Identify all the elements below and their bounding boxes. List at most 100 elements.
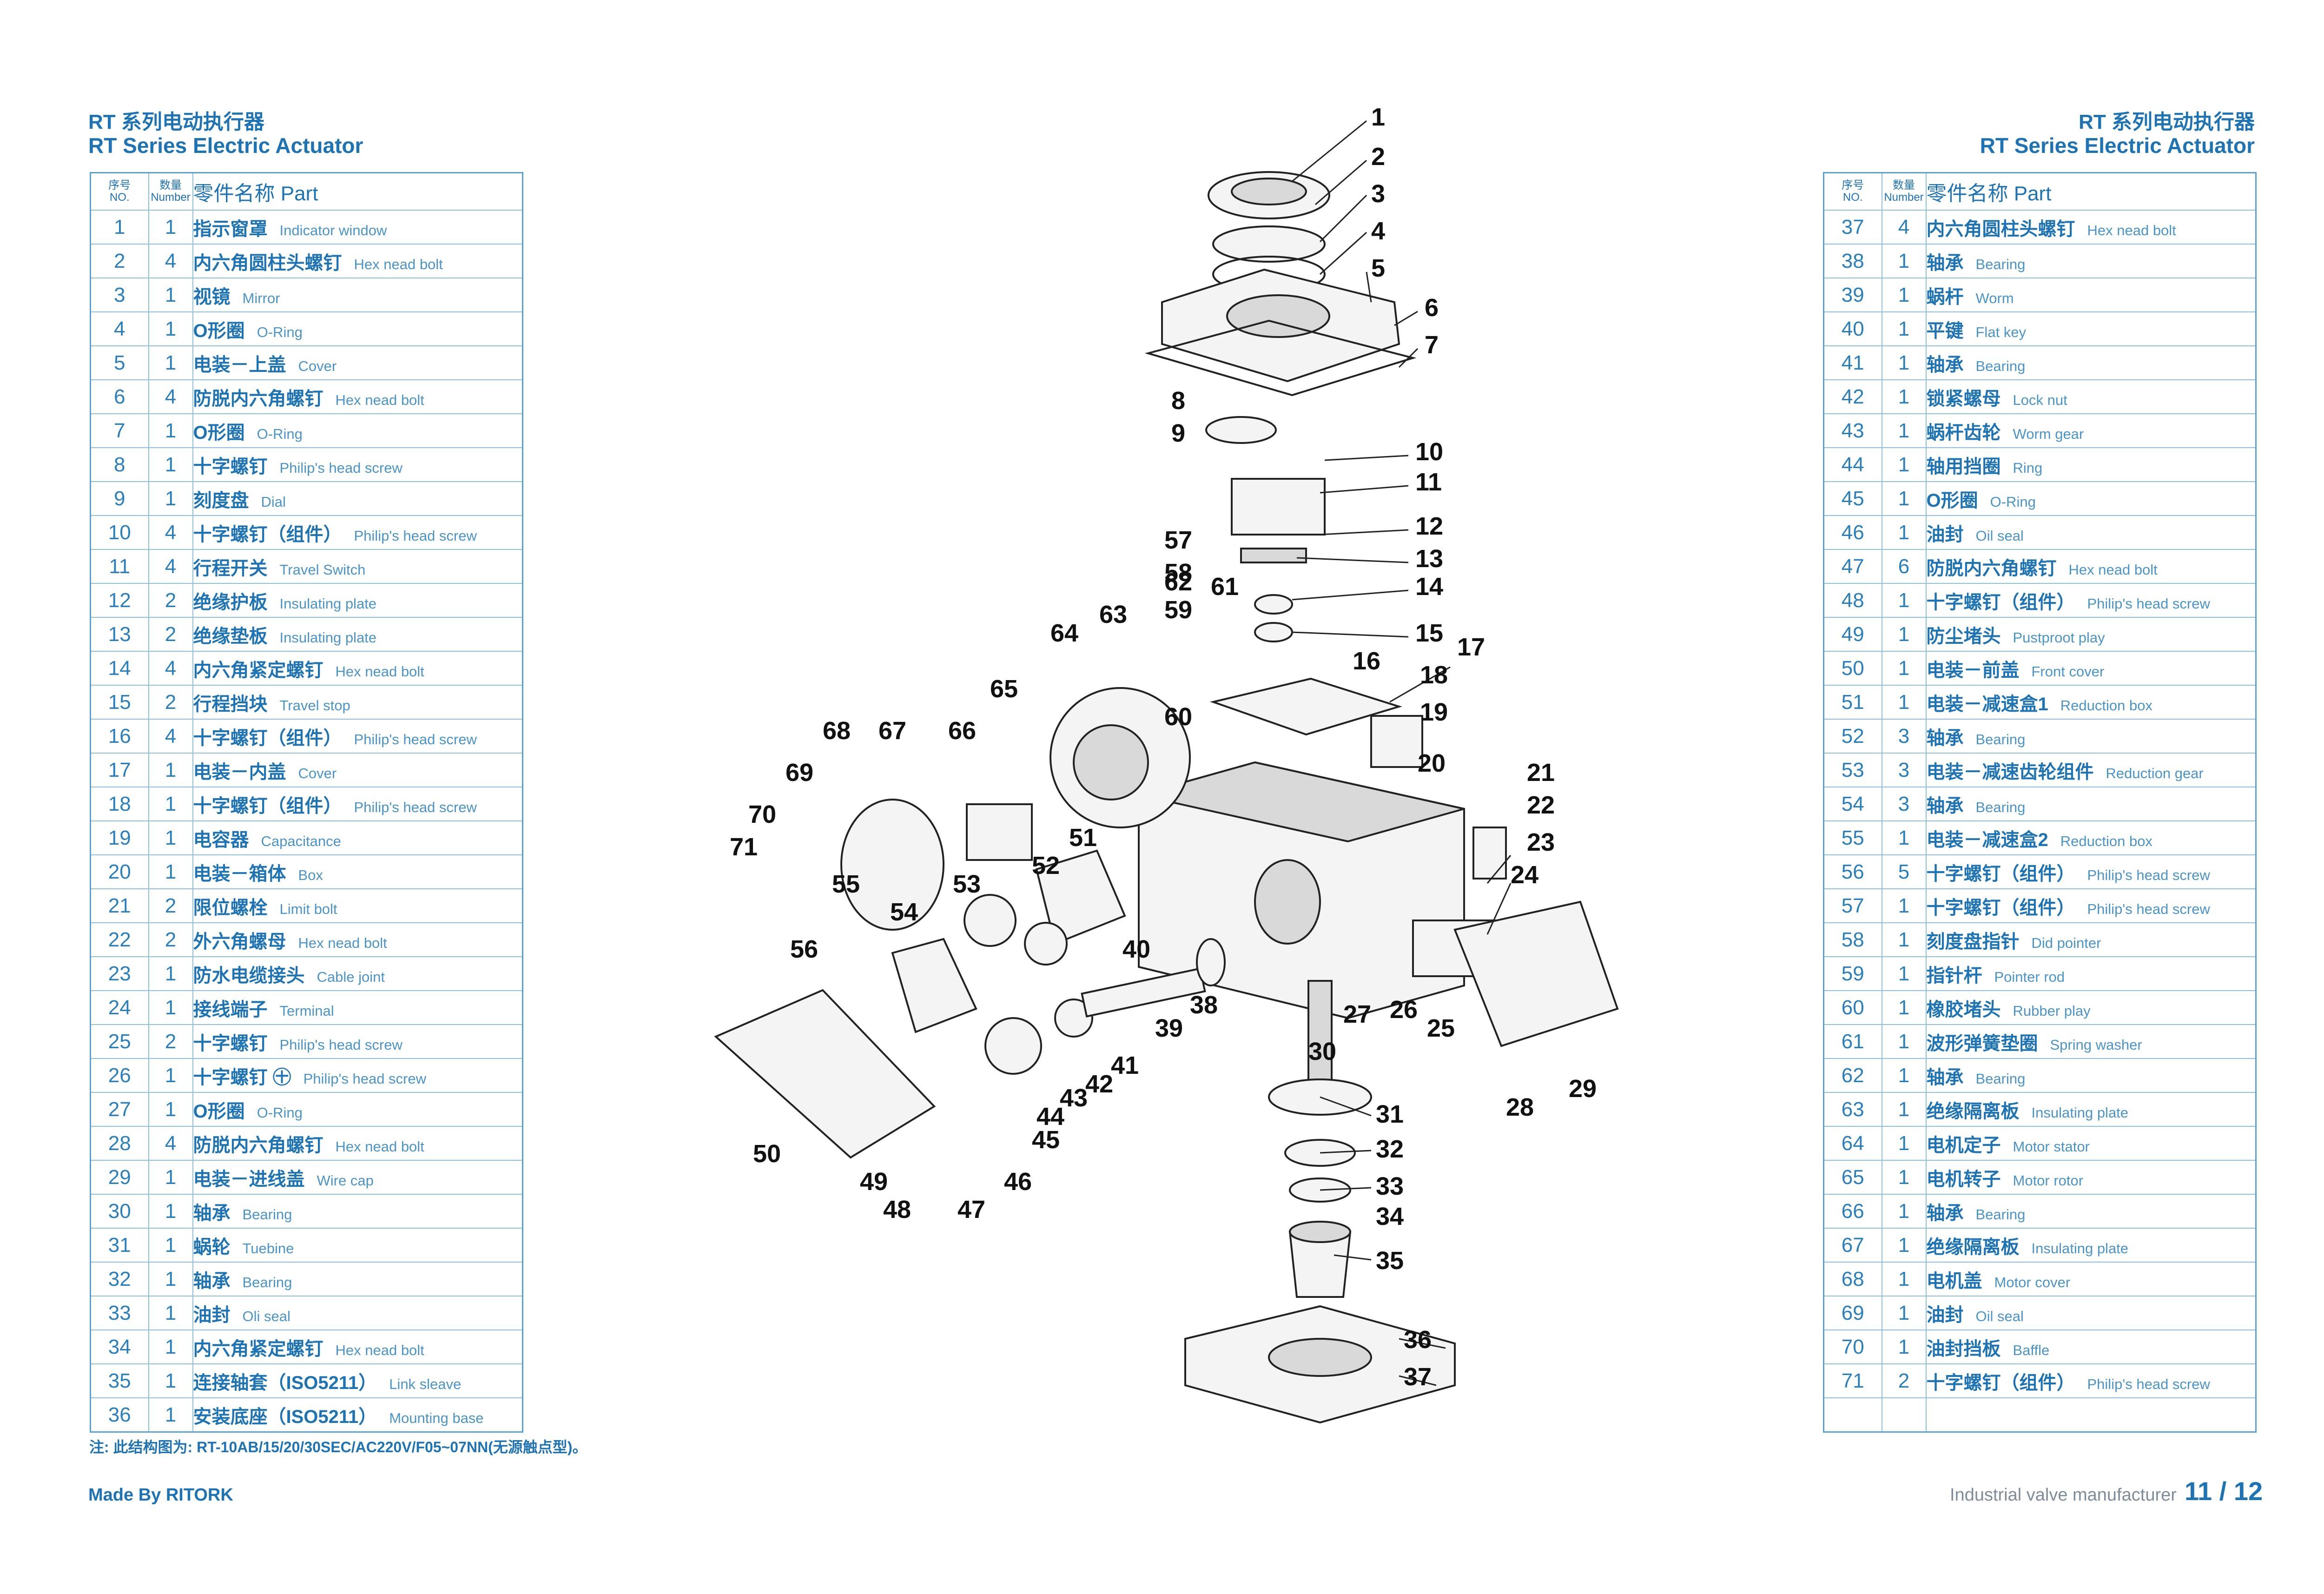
part-no: 19 — [90, 820, 149, 855]
part-no: 12 — [90, 583, 149, 618]
callout-52: 52 — [1032, 852, 1060, 880]
part-name-en: O-Ring — [257, 324, 303, 340]
part-name-en: Reduction gear — [2106, 765, 2204, 781]
part-name-en: Limit bolt — [279, 900, 337, 917]
part-quantity: 1 — [1881, 617, 1927, 652]
part-no: 8 — [90, 447, 149, 482]
callout-60: 60 — [1164, 703, 1192, 731]
callout-71: 71 — [730, 833, 758, 861]
part-no: 49 — [1823, 617, 1882, 652]
worm-part — [1081, 967, 1206, 1018]
part-quantity: 1 — [1881, 1194, 1927, 1229]
col-header-part: 零件名称 Part — [192, 172, 523, 211]
part-quantity: 2 — [148, 583, 193, 618]
part-quantity: 1 — [1881, 1160, 1927, 1195]
part-quantity: 1 — [148, 1228, 193, 1263]
part-name-cn: 橡胶堵头 — [1926, 999, 2001, 1020]
part-name-en: Reduction box — [2060, 697, 2152, 714]
callout-62: 62 — [1164, 568, 1192, 596]
callout-10: 10 — [1415, 438, 1443, 466]
table-row — [1823, 1397, 2257, 1433]
part-name-cn: 十字螺钉（组件） — [1926, 863, 2075, 884]
part-no: 26 — [90, 1058, 149, 1093]
part-name-en: Cover — [298, 765, 337, 781]
part-name-cn: O形圈 — [193, 1101, 245, 1122]
part-no: 61 — [1823, 1024, 1882, 1059]
part-name-en: Insulating plate — [279, 629, 377, 646]
part-no: 18 — [90, 787, 149, 821]
part-name-en: Hex nead bolt — [335, 663, 424, 680]
part-name-cn: 防脱内六角螺钉 — [193, 388, 324, 409]
part-name-cn: 刻度盘 — [193, 490, 249, 511]
part-name-cn: 十字螺钉（组件） — [1926, 1372, 2075, 1393]
part-no: 7 — [90, 413, 149, 448]
part-name-cn: 轴用挡圈 — [1926, 456, 2001, 477]
callout-26: 26 — [1390, 996, 1418, 1024]
part-no: 47 — [1823, 549, 1882, 584]
part-quantity: 4 — [148, 244, 193, 278]
part-quantity: 1 — [148, 1296, 193, 1330]
part-quantity: 1 — [148, 481, 193, 516]
part-name-en: Pustproot play — [2013, 629, 2105, 646]
callout-37: 37 — [1404, 1363, 1432, 1391]
part-no: 23 — [90, 956, 149, 991]
part-name-cn: 外六角螺母 — [193, 931, 286, 952]
part-name-en: Spring washer — [2050, 1036, 2142, 1053]
part-quantity: 1 — [148, 1160, 193, 1195]
part-name-cn: 防脱内六角螺钉 — [193, 1135, 324, 1156]
part-name: 十字螺钉（组件）Philip's head screw — [1925, 583, 2257, 618]
part-quantity: 1 — [1881, 1024, 1927, 1059]
part-name-en: Tuebine — [242, 1240, 294, 1257]
part-name-cn: 十字螺钉 — [193, 456, 268, 477]
callout-68: 68 — [823, 717, 851, 745]
part-name-en: Mirror — [242, 290, 280, 306]
part-no: 10 — [90, 515, 149, 550]
callout-18: 18 — [1420, 661, 1448, 689]
part-no: 13 — [90, 617, 149, 652]
part-quantity: 2 — [148, 1024, 193, 1059]
part-quantity: 1 — [148, 753, 193, 787]
callout-44: 44 — [1037, 1103, 1064, 1131]
header-right-en: RT Series Electric Actuator — [1980, 133, 2255, 158]
part-no: 1 — [90, 210, 149, 245]
callout-11: 11 — [1415, 468, 1442, 496]
front-cover-part — [714, 989, 936, 1159]
part-name-cn: 内六角圆柱头螺钉 — [193, 252, 342, 273]
part-quantity: 1 — [148, 210, 193, 245]
part-quantity: 1 — [1881, 379, 1927, 414]
mounting-base-part — [1184, 1305, 1456, 1424]
part-no: 51 — [1823, 685, 1882, 720]
link-sleeve-part — [1288, 1221, 1352, 1298]
part-name-en: Hex nead bolt — [335, 391, 424, 408]
part-name-en: Bearing — [242, 1206, 292, 1223]
part-name-en: Bearing — [1975, 357, 2026, 374]
callout-48: 48 — [883, 1196, 911, 1224]
part-quantity: 1 — [148, 1194, 193, 1229]
part-name-en: Bearing — [1975, 799, 2026, 815]
part-no: 58 — [1823, 922, 1882, 957]
part-quantity: 1 — [148, 1058, 193, 1093]
part-name-en: Bearing — [242, 1274, 292, 1290]
callout-3: 3 — [1371, 180, 1385, 208]
part-quantity: 1 — [148, 1363, 193, 1398]
part-no: 59 — [1823, 956, 1882, 991]
